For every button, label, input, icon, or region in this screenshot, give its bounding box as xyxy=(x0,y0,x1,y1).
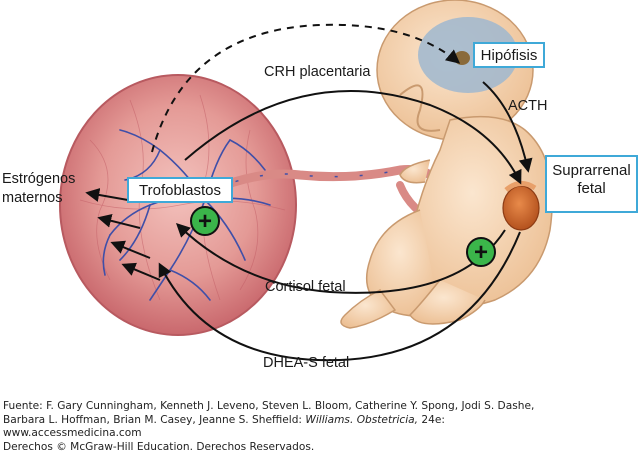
credits-book-title: Williams. Obstetricia, xyxy=(305,413,419,426)
source-credits: Fuente: F. Gary Cunningham, Kenneth J. L… xyxy=(3,400,637,454)
label-estrogenos-line2: maternos xyxy=(2,190,63,206)
suprarrenal-line2: fetal xyxy=(577,180,606,197)
hipofisis-text: Hipófisis xyxy=(480,47,538,64)
trofoblastos-text: Trofoblastos xyxy=(139,182,221,199)
suprarrenal-line1: Suprarrenal xyxy=(552,162,631,179)
estrogen-arrow-1 xyxy=(85,188,129,202)
cortisol-arrow xyxy=(175,223,506,294)
label-trofoblastos: Trofoblastos xyxy=(127,177,233,203)
label-suprarrenal-fetal: Suprarrenal fetal xyxy=(545,155,638,213)
estrogen-arrow-3 xyxy=(110,240,151,259)
fetus-illustration xyxy=(340,0,553,329)
label-crh-placentaria: CRH placentaria xyxy=(264,64,371,80)
estrogen-arrow-4 xyxy=(121,262,161,281)
label-estrogenos-line1: Estrógenos xyxy=(2,171,76,187)
svg-text:+: + xyxy=(474,239,488,266)
label-cortisol-fetal: Cortisol fetal xyxy=(265,279,346,295)
diagram-illustration: + + xyxy=(59,0,553,362)
credits-authors: Barbara L. Hoffman, Brian M. Casey, Jean… xyxy=(3,413,306,426)
credits-line2: Barbara L. Hoffman, Brian M. Casey, Jean… xyxy=(3,414,637,428)
crh-arrow xyxy=(151,23,461,153)
credits-copyright: Derechos © McGraw-Hill Education. Derech… xyxy=(3,440,315,453)
svg-text:+: + xyxy=(198,208,212,235)
credits-website: www.accessmedicina.com xyxy=(3,427,142,439)
credits-edition: 24e: xyxy=(418,413,445,426)
placenta-to-adrenal-arrow xyxy=(184,90,522,185)
credits-line1: Fuente: F. Gary Cunningham, Kenneth J. L… xyxy=(3,400,535,412)
label-hipofisis: Hipófisis xyxy=(473,42,545,68)
dheas-arrow xyxy=(158,231,521,362)
plus-sign-fetus: + xyxy=(466,237,496,267)
placenta-illustration xyxy=(59,74,297,336)
plus-sign-placenta: + xyxy=(190,206,220,236)
label-acth: ACTH xyxy=(508,98,548,114)
acth-arrow xyxy=(482,81,533,173)
pathway-arrows xyxy=(85,23,533,362)
label-dhea-s-fetal: DHEA-S fetal xyxy=(263,355,350,371)
estrogen-arrow-2 xyxy=(97,213,141,229)
